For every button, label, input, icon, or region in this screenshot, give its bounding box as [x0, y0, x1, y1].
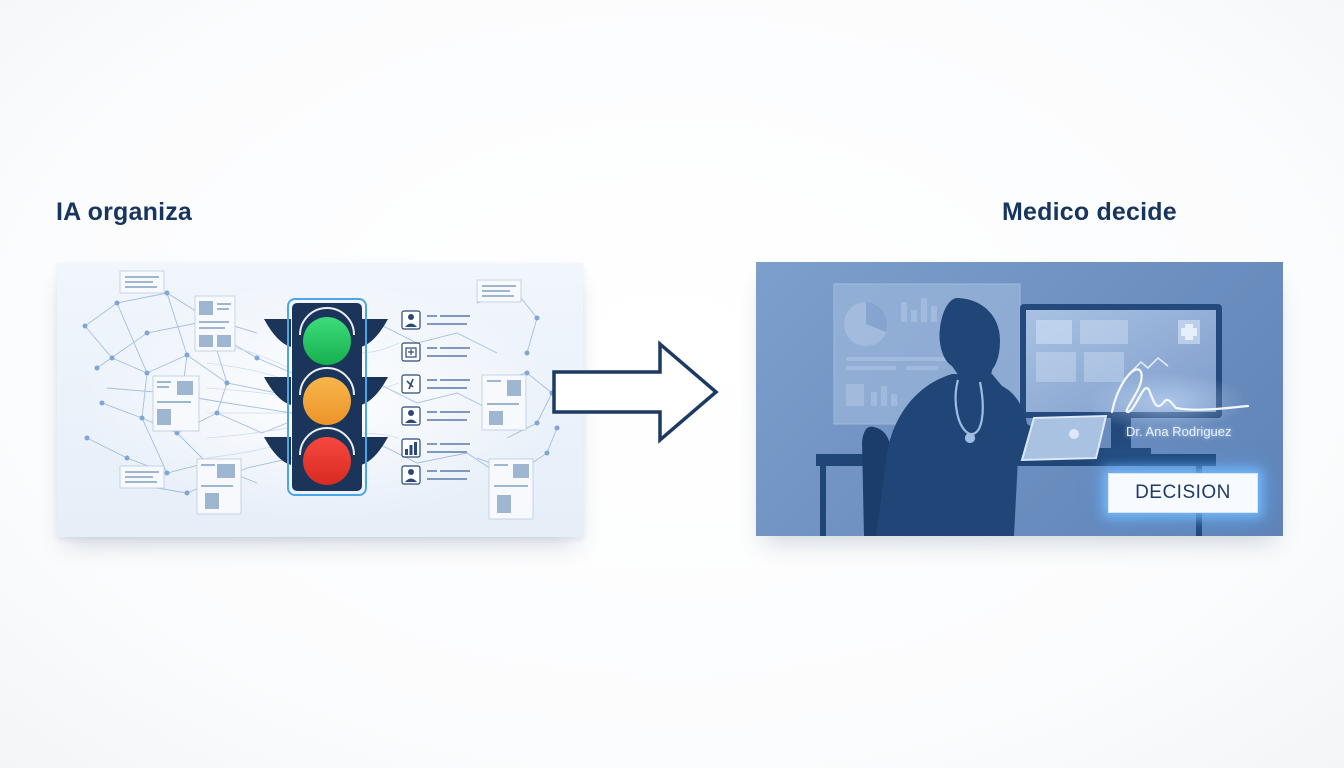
chart-icon	[401, 438, 421, 458]
doctor-decides-panel: Dr. Ana Rodriguez DECISION	[756, 262, 1283, 536]
medicine-icon	[401, 374, 421, 394]
icon-list-lines	[427, 315, 470, 480]
doctor-icon	[401, 406, 421, 426]
right-heading: Medico decide	[1002, 198, 1177, 226]
doctor-illustration	[816, 283, 1250, 536]
amber-light	[303, 377, 351, 425]
red-light	[303, 437, 351, 485]
signature-name: Dr. Ana Rodriguez	[1126, 424, 1232, 439]
stethoscope-icon	[954, 379, 984, 444]
person-icon	[401, 465, 421, 485]
icon-list	[401, 310, 470, 485]
network-illustration	[80, 270, 560, 520]
green-light	[303, 317, 351, 365]
signature	[1110, 368, 1250, 414]
patient-icon	[401, 310, 421, 330]
ai-organizes-panel	[57, 263, 583, 537]
hospital-icon	[401, 342, 421, 362]
network-nodes	[82, 290, 560, 496]
left-heading: IA organiza	[56, 198, 193, 226]
right-arrow-icon	[552, 340, 719, 444]
traffic-light	[264, 298, 388, 496]
tablet	[1020, 414, 1108, 462]
document-lines	[125, 276, 529, 513]
medical-cross-icon	[1178, 320, 1200, 344]
decision-badge: DECISION	[1108, 473, 1258, 513]
